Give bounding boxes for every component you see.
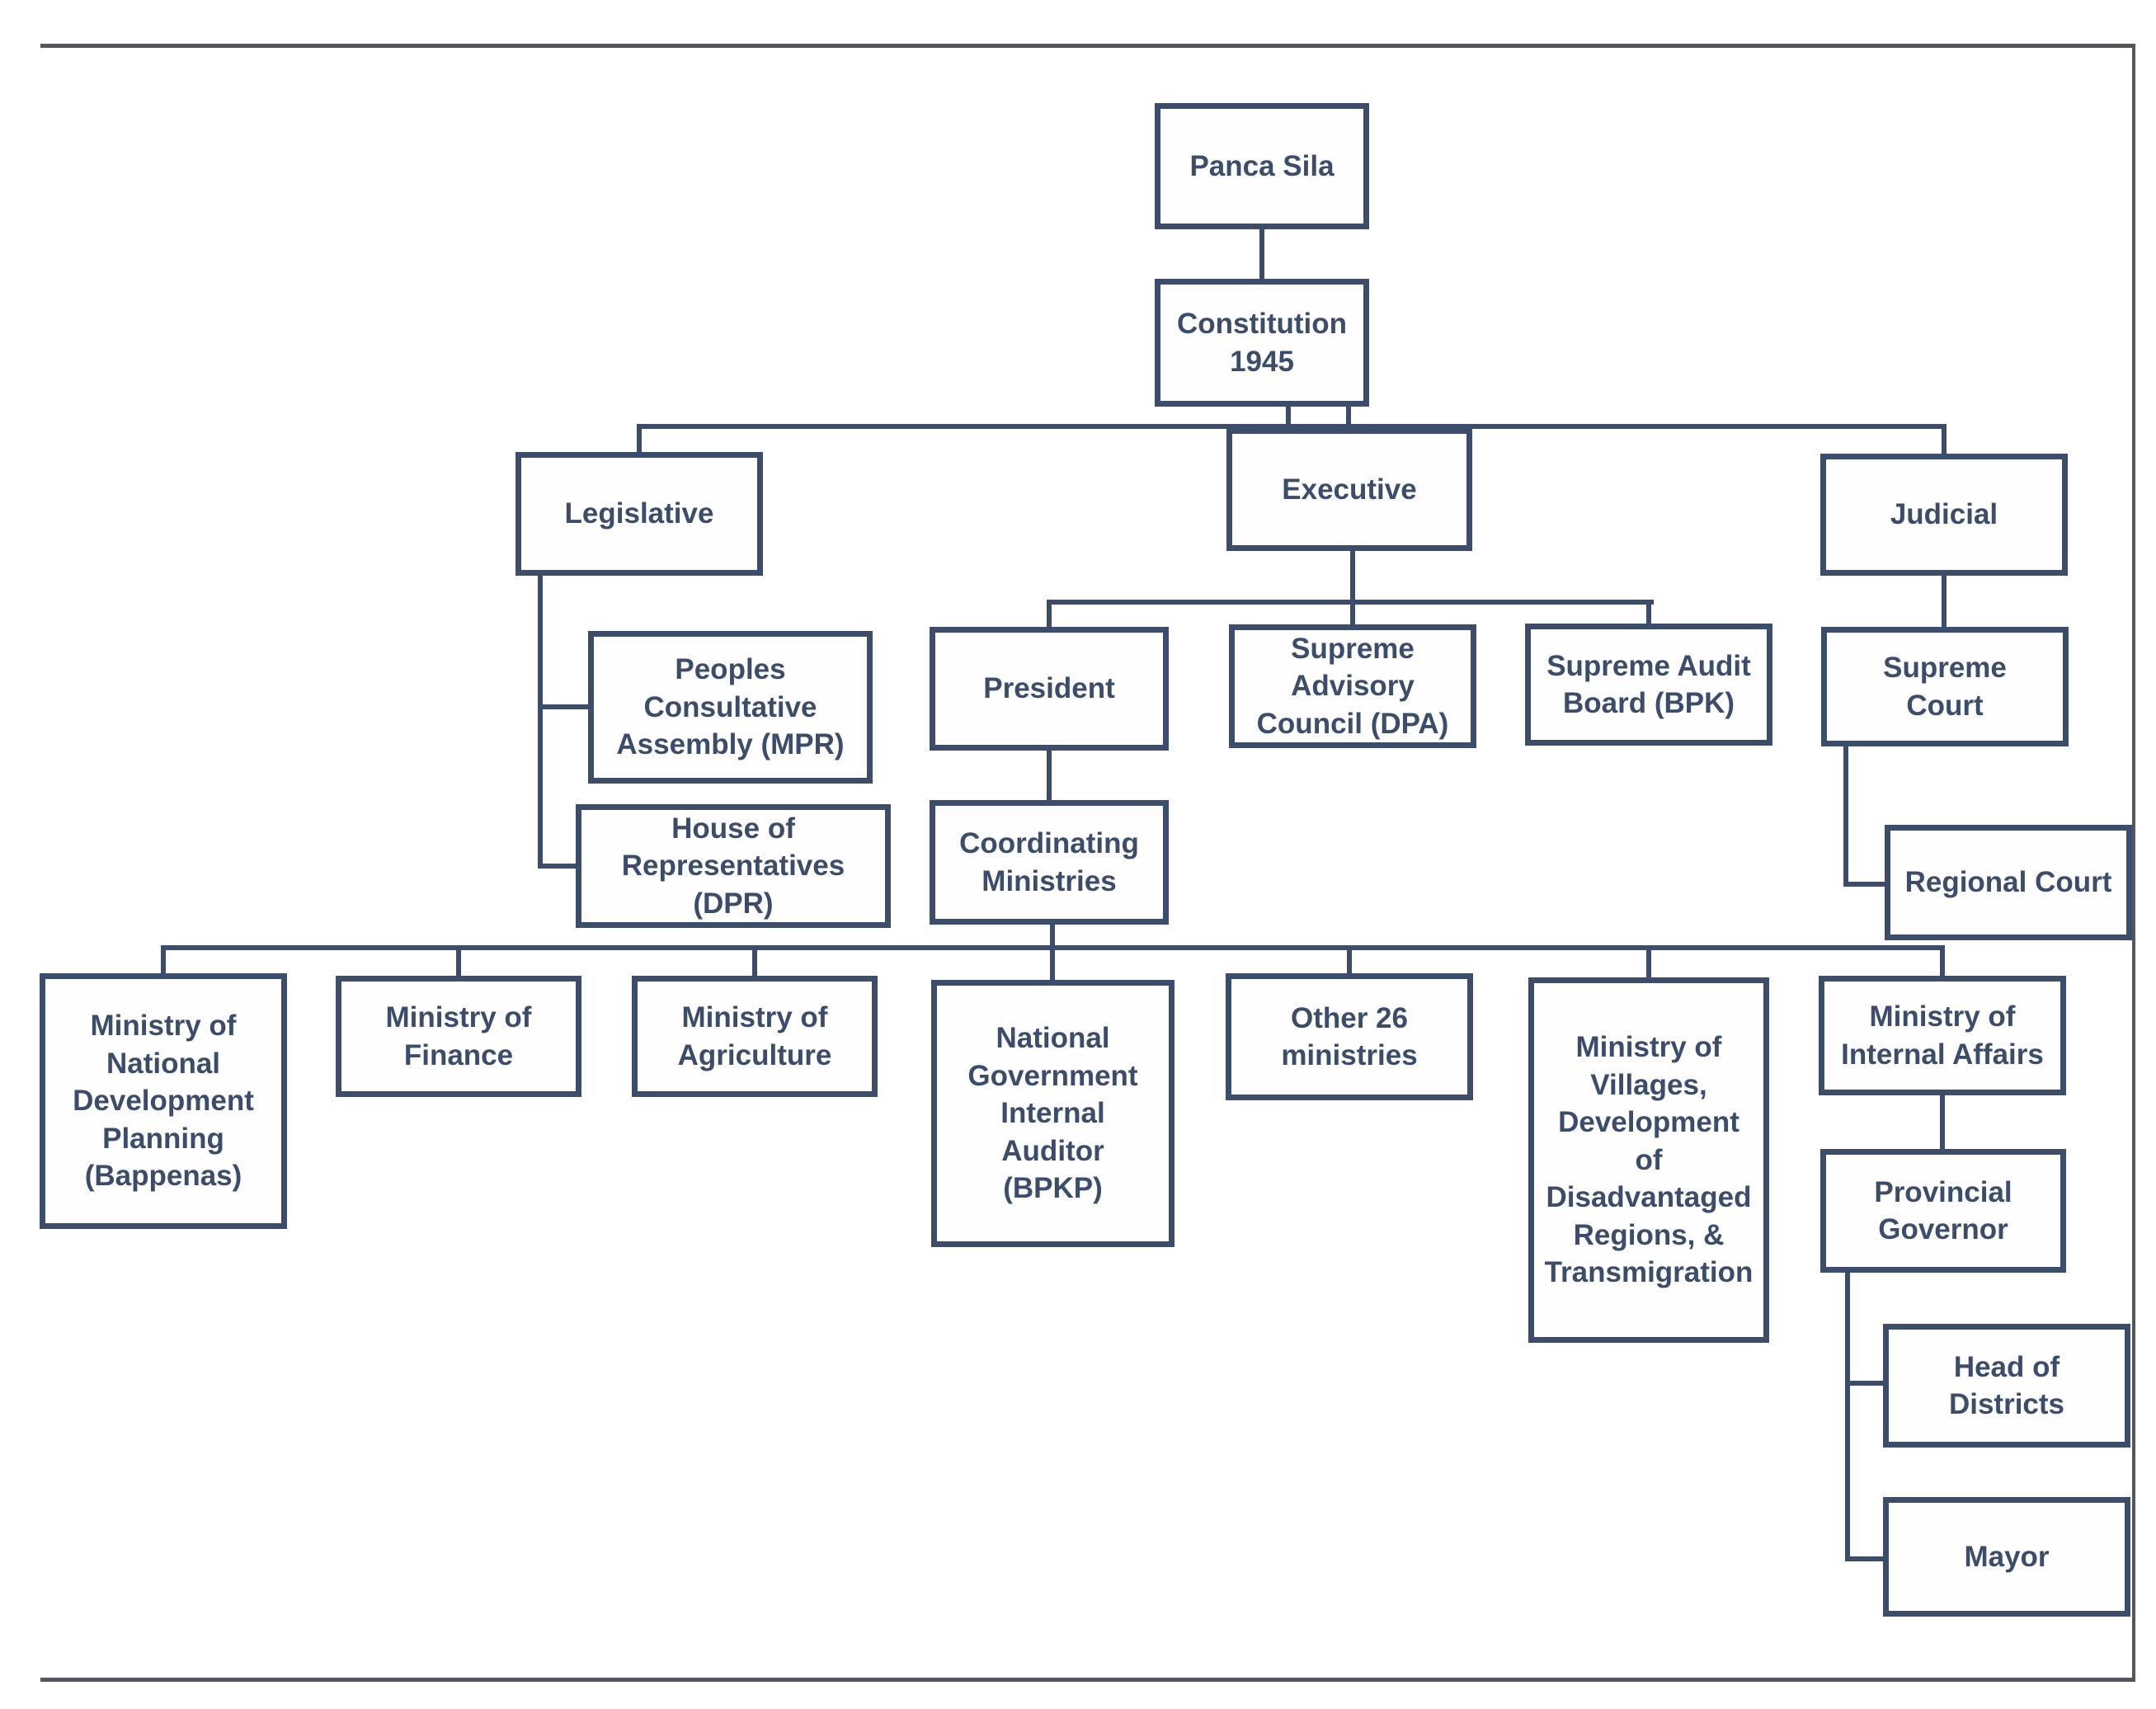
connector-elbow-regionalcourt: [1843, 882, 1886, 887]
connector-stub-finance: [456, 945, 461, 977]
connector-elbow-mayor: [1845, 1556, 1885, 1561]
node-regional-court: Regional Court: [1885, 825, 2132, 940]
node-head-of-districts-label: Head of Districts: [1948, 1350, 2065, 1421]
node-ministry-villages: Ministry of Villages, Development of Dis…: [1528, 977, 1769, 1343]
node-ministry-agriculture-label: Ministry of Agriculture: [677, 1001, 832, 1071]
node-mpr-label: Peoples Consultative Assembly (MPR): [616, 653, 845, 761]
connector-elbow-districts: [1845, 1381, 1885, 1386]
node-dpa-label: Supreme Advisory Council (DPA): [1256, 632, 1449, 740]
connector-stub-judicial: [1942, 424, 1947, 455]
connector-legislative-down: [538, 576, 543, 869]
connector-stub-bpk: [1646, 600, 1651, 625]
node-provincial-governor-label: Provincial Governor: [1874, 1175, 2012, 1246]
connector-stub-internal: [1940, 945, 1945, 977]
node-other-26-ministries: Other 26 ministries: [1226, 973, 1473, 1100]
node-coordinating-ministries-label: Coordinating Ministries: [959, 827, 1139, 897]
node-panca-sila: Panca Sila: [1155, 103, 1369, 229]
node-president-label: President: [983, 672, 1115, 705]
node-constitution-label: Constitution 1945: [1176, 308, 1348, 378]
node-regional-court-label: Regional Court: [1904, 866, 2112, 899]
node-bpk-label: Supreme Audit Board (BPK): [1546, 649, 1751, 720]
connector-president-coordinating: [1047, 751, 1052, 800]
node-panca-sila-label: Panca Sila: [1189, 149, 1335, 182]
node-mayor-label: Mayor: [1964, 1540, 2050, 1573]
node-bpkp-label: National Government Internal Auditor (BP…: [967, 1022, 1138, 1205]
node-ministry-internal-affairs-label: Ministry of Internal Affairs: [1841, 1000, 2044, 1071]
node-dpr: House of Representatives (DPR): [576, 804, 891, 928]
node-provincial-governor: Provincial Governor: [1820, 1149, 2066, 1273]
node-president: President: [930, 627, 1169, 751]
node-judicial: Judicial: [1820, 454, 2068, 576]
node-bpk: Supreme Audit Board (BPK): [1525, 624, 1772, 746]
node-head-of-districts: Head of Districts: [1883, 1324, 2130, 1448]
connector-stub-bappenas: [161, 945, 166, 975]
connector-ministries-line: [161, 945, 1945, 950]
node-bappenas: Ministry of National Development Plannin…: [40, 973, 287, 1229]
frame-right-border: [2132, 44, 2135, 1682]
connector-stub-legislative: [637, 424, 642, 454]
connector-supremecourt-down: [1843, 746, 1848, 887]
connector-coordinating-down: [1050, 925, 1055, 980]
connector-branch-line-top: [637, 424, 1947, 429]
connector-governor-down: [1845, 1273, 1850, 1561]
node-legislative-label: Legislative: [564, 497, 714, 530]
node-constitution: Constitution 1945: [1155, 279, 1369, 407]
node-dpa: Supreme Advisory Council (DPA): [1229, 624, 1476, 748]
node-bappenas-label: Ministry of National Development Plannin…: [73, 1010, 254, 1193]
node-dpr-label: House of Representatives (DPR): [621, 812, 845, 920]
connector-stub-agriculture: [752, 945, 757, 977]
node-executive-label: Executive: [1282, 473, 1417, 506]
connector-stub-dpa: [1350, 600, 1355, 626]
connector-stub-villages: [1646, 945, 1651, 978]
connector-stub-other26: [1347, 945, 1352, 975]
connector-stub-president: [1047, 600, 1052, 629]
connector-elbow-dpr: [538, 864, 577, 869]
node-supreme-court-label: Supreme Court: [1883, 652, 2007, 722]
connector-constitution-stub-left: [1286, 402, 1291, 428]
connector-internal-governor: [1940, 1095, 1945, 1149]
node-legislative: Legislative: [515, 452, 763, 576]
connector-pancasila-constitution: [1259, 229, 1264, 279]
node-supreme-court: Supreme Court: [1821, 627, 2069, 746]
frame-top-border: [40, 44, 2135, 48]
connector-elbow-mpr: [538, 704, 590, 709]
node-judicial-label: Judicial: [1890, 498, 1998, 531]
node-other-26-ministries-label: Other 26 ministries: [1281, 1001, 1418, 1072]
node-ministry-finance-label: Ministry of Finance: [385, 1001, 532, 1071]
node-coordinating-ministries: Coordinating Ministries: [930, 800, 1169, 925]
node-executive: Executive: [1226, 428, 1472, 551]
node-ministry-villages-label: Ministry of Villages, Development of Dis…: [1544, 1031, 1754, 1289]
connector-constitution-stub-right: [1346, 402, 1351, 428]
node-bpkp: National Government Internal Auditor (BP…: [931, 980, 1175, 1247]
connector-executive-down: [1350, 551, 1355, 602]
node-mpr: Peoples Consultative Assembly (MPR): [588, 631, 873, 784]
node-ministry-agriculture: Ministry of Agriculture: [632, 976, 878, 1097]
node-ministry-finance: Ministry of Finance: [336, 976, 581, 1097]
connector-judicial-supremecourt: [1942, 576, 1947, 627]
frame-bottom-border: [40, 1678, 2135, 1682]
node-mayor: Mayor: [1883, 1497, 2130, 1617]
node-ministry-internal-affairs: Ministry of Internal Affairs: [1819, 976, 2066, 1095]
